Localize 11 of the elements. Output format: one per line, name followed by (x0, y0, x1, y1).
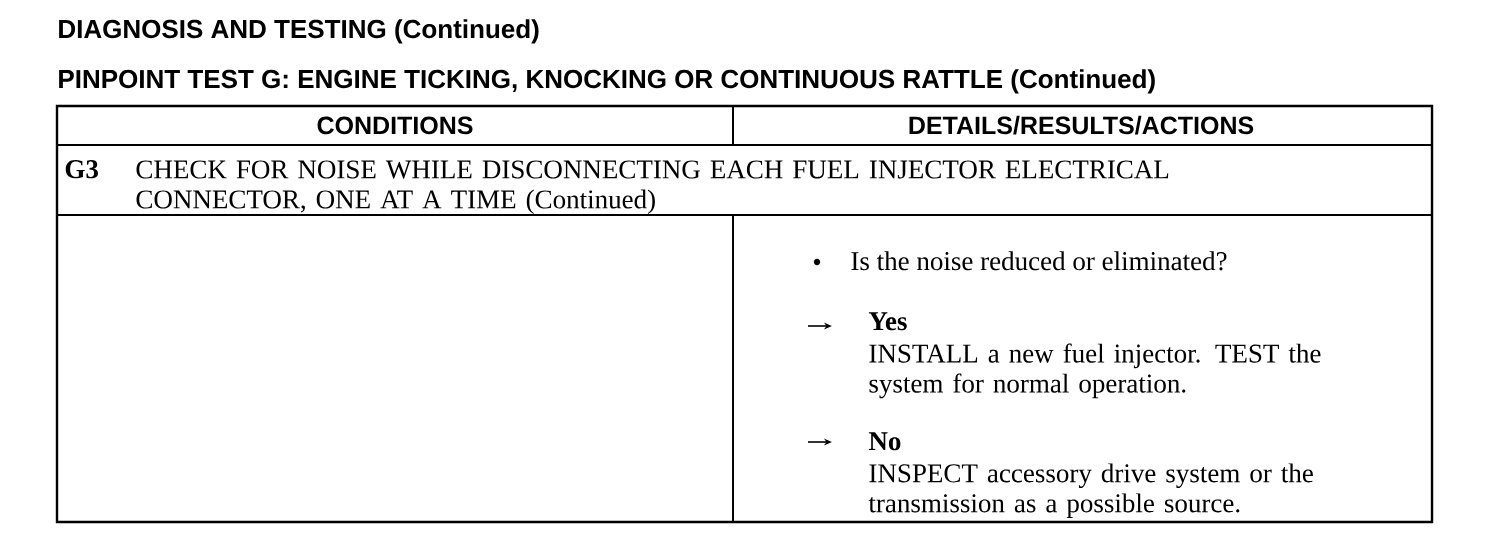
answer-label: Yes (868, 312, 907, 331)
action-text: INSTALL a new fuel injector. TEST the system for normal operation. (869, 343, 1321, 399)
column-header: DETAILS/RESULTS/ACTIONS (909, 115, 1254, 135)
action-text: INSPECT accessory drive system or the transmission as a possible source. (868, 463, 1313, 518)
question-text: Is the noise reduced or eliminated? (851, 251, 1227, 271)
page-title: DIAGNOSIS AND TESTING (Continued) (59, 19, 539, 44)
answer-label: No (868, 432, 901, 451)
step-number: G3 (65, 160, 98, 179)
column-header: CONDITIONS (317, 116, 473, 135)
section-heading: PINPOINT TEST G: ENGINE TICKING, KNOCKING OR CONTINUOUS RATTLE (Continued) (59, 69, 1155, 94)
step-heading: CHECK FOR NOISE WHILE DISCONNECTING EACH FUEL INJECTOR ELECTRICAL CONNECTOR, ONE AT A TIME (Continued) (136, 160, 1169, 214)
